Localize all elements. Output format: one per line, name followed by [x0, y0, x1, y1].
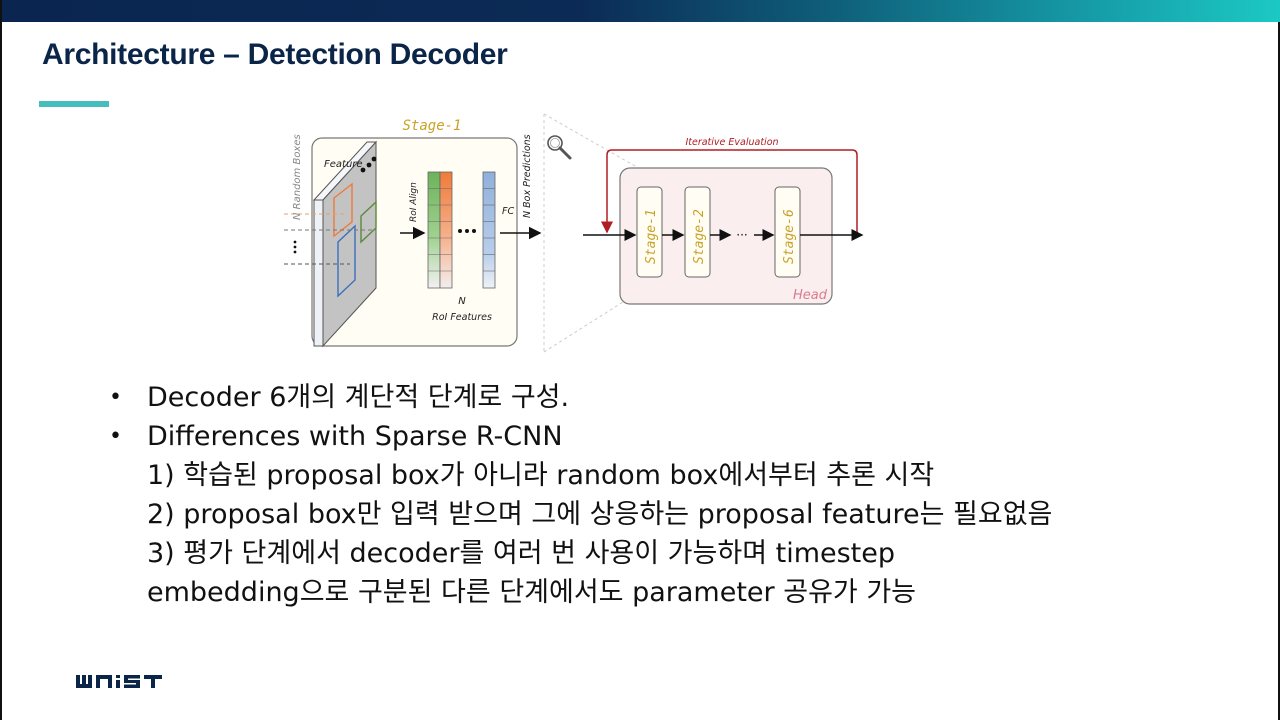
bullet-text: Differences with Sparse R-CNN — [147, 421, 563, 452]
sub-item: 2) proposal box만 입력 받으며 그에 상응하는 proposal… — [147, 499, 1053, 530]
stages-ellipsis: ··· — [736, 228, 747, 242]
n-label: N — [458, 296, 466, 307]
bullet-list: • Decoder 6개의 계단적 단계로 구성. • Differences … — [107, 378, 1257, 612]
roi-feature-columns — [427, 171, 496, 289]
random-boxes-label: N Random Boxes — [292, 134, 303, 220]
head-stage-2: Stage-2 — [692, 209, 707, 264]
top-gradient-bar — [2, 0, 1280, 22]
roi-align-label: RoI Align — [409, 182, 419, 222]
sub-item: 3) 평가 단계에서 decoder를 여러 번 사용이 가능하며 timest… — [147, 538, 896, 569]
title-accent-line — [39, 101, 109, 107]
feature-label: Feature — [324, 159, 363, 170]
magnifier-icon — [547, 135, 572, 160]
slide-title: Architecture – Detection Decoder — [42, 38, 508, 71]
head-stage-6: Stage-6 — [782, 209, 797, 264]
bullet-dot: • — [109, 385, 122, 410]
head-label: Head — [793, 288, 828, 303]
architecture-diagram: Stage-1 N Random Boxes Feature RoI Align — [272, 100, 872, 355]
fc-label: FC — [502, 206, 514, 217]
unist-logo — [76, 673, 166, 693]
stage1-title: Stage-1 — [402, 118, 461, 134]
bullet-dot: • — [109, 424, 122, 449]
sub-item: embedding으로 구분된 다른 단계에서도 parameter 공유가 가… — [147, 577, 917, 608]
sub-item: 1) 학습된 proposal box가 아니라 random box에서부터 … — [147, 460, 935, 491]
roi-features-label: RoI Features — [432, 312, 492, 323]
bullet-item: • Decoder 6개의 계단적 단계로 구성. — [107, 378, 1257, 417]
iterative-evaluation-label: Iterative Evaluation — [685, 137, 778, 148]
box-predictions-label: N Box Predictions — [522, 134, 533, 218]
bullet-item: • Differences with Sparse R-CNN — [107, 417, 1257, 456]
bullet-text: Decoder 6개의 계단적 단계로 구성. — [147, 382, 570, 413]
head-stage-1: Stage-1 — [644, 209, 659, 264]
